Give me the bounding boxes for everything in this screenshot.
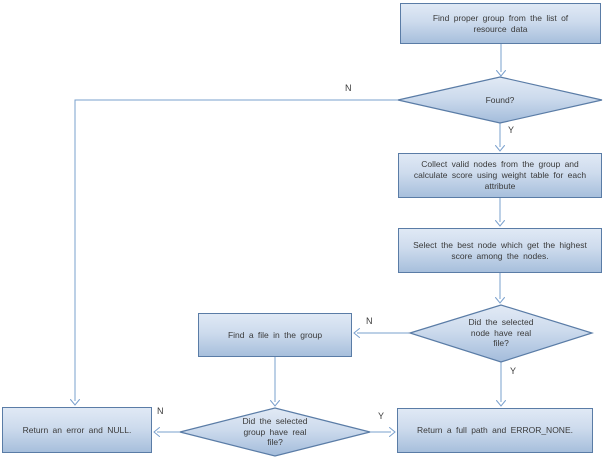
process-find-file-in-group: Find a file in the group	[198, 313, 352, 357]
process-collect-nodes-label: Collect valid nodes from the group and c…	[413, 159, 587, 191]
arrowhead-down-icon	[70, 399, 80, 406]
connector-found-no	[74, 99, 398, 401]
arrowhead-left-icon	[153, 427, 160, 437]
arrowhead-left-icon	[353, 328, 360, 338]
decision-node-has-file	[407, 304, 595, 363]
arrowhead-down-icon	[496, 70, 506, 77]
process-find-group: Find proper group from the list of resou…	[400, 3, 601, 44]
process-select-best-node-label: Select the best node which get the highe…	[413, 239, 587, 261]
branch-label-node-yes: Y	[510, 366, 517, 376]
branch-label-found-no: N	[345, 83, 352, 93]
arrowhead-right-icon	[389, 427, 396, 437]
decision-group-has-file	[179, 407, 371, 457]
arrowhead-down-icon	[495, 220, 505, 227]
branch-label-group-no: N	[157, 406, 164, 416]
process-find-group-label: Find proper group from the list of resou…	[432, 12, 569, 34]
terminator-return-path-label: Return a full path and ERROR_NONE.	[417, 425, 573, 435]
branch-label-found-yes: Y	[508, 125, 515, 135]
arrowhead-down-icon	[495, 297, 505, 304]
terminator-return-error: Return an error and NULL.	[2, 407, 152, 453]
branch-label-group-yes: Y	[378, 411, 385, 421]
branch-label-node-no: N	[366, 316, 373, 326]
terminator-return-path: Return a full path and ERROR_NONE.	[397, 408, 593, 453]
arrowhead-down-icon	[496, 400, 506, 407]
arrowhead-down-icon	[270, 400, 280, 407]
arrowhead-down-icon	[495, 145, 505, 152]
process-find-file-in-group-label: Find a file in the group	[227, 329, 323, 340]
process-select-best-node: Select the best node which get the highe…	[398, 228, 602, 273]
process-collect-nodes: Collect valid nodes from the group and c…	[398, 153, 602, 198]
terminator-return-error-label: Return an error and NULL.	[22, 424, 132, 435]
decision-found	[397, 76, 603, 124]
